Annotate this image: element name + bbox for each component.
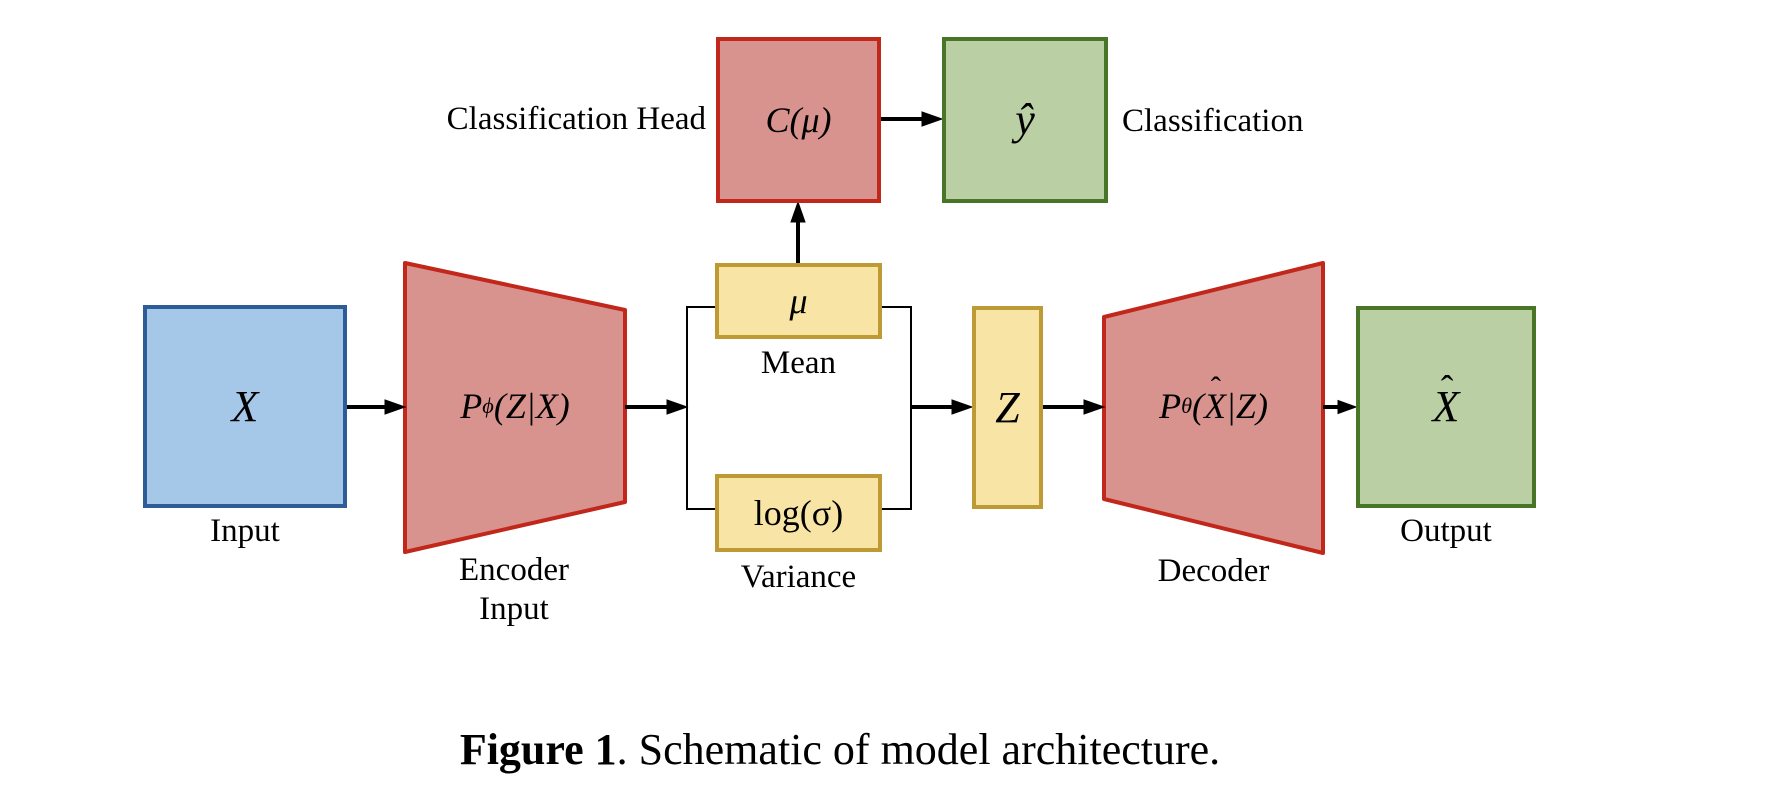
yhat-node: ŷ	[942, 37, 1108, 203]
encoder-formula-sub: ϕ	[482, 393, 494, 418]
output-symbol-hatted: X	[1432, 382, 1460, 431]
mean-label: Mean	[760, 345, 837, 381]
arrow-encoder-to-latent	[625, 399, 689, 415]
arrow-input-to-encoder	[347, 399, 407, 415]
input-label: Input	[210, 513, 280, 549]
encoder-formula-base: P	[460, 386, 483, 426]
classification-label: Classification	[1122, 103, 1304, 139]
decoder-formula-hat: ˆ	[1210, 371, 1222, 406]
decoder-formula-close: |Z)	[1226, 386, 1268, 426]
variance-label: Variance	[740, 559, 857, 595]
figure-caption: Figure 1. Schematic of model architectur…	[0, 724, 1680, 775]
mu-node: μ	[715, 263, 882, 339]
encoder-label-line2: Input	[479, 590, 549, 627]
decoder-formula-open: (	[1192, 386, 1205, 426]
decoder-label: Decoder	[1157, 553, 1270, 589]
arrow-z-to-decoder	[1043, 399, 1106, 415]
logsigma-node: log(σ)	[715, 474, 882, 552]
z-node: Z	[972, 306, 1043, 509]
decoder-trapezoid-shape	[1102, 261, 1325, 555]
classifier-node: C(μ)	[716, 37, 881, 203]
encoder-label-line1: Encoder	[459, 552, 569, 588]
input-node: X	[143, 305, 347, 508]
arrow-classifier-to-yhat	[881, 111, 944, 127]
classification-head-label: Classification Head	[446, 101, 706, 137]
encoder-formula-args: (Z|X)	[493, 386, 570, 426]
arrow-mu-to-classifier	[790, 200, 806, 263]
decoder-formula-base: P	[1159, 386, 1182, 426]
figure-caption-text: . Schematic of model architecture.	[616, 725, 1221, 774]
logsigma-symbol: log(σ)	[753, 493, 844, 533]
mu-symbol: μ	[789, 281, 808, 321]
decoder-formula-hatted: X	[1204, 386, 1227, 426]
yhat-symbol: ŷ	[1015, 95, 1035, 144]
encoder-trapezoid-shape	[403, 261, 627, 554]
decoder-formula-sub: θ	[1181, 393, 1193, 418]
z-symbol: Z	[995, 382, 1020, 432]
input-symbol: X	[231, 381, 259, 431]
output-label: Output	[1400, 513, 1492, 549]
arrow-decoder-to-output	[1323, 399, 1358, 415]
figure-caption-number: Figure 1	[459, 725, 617, 774]
arrow-latent-to-z	[911, 399, 974, 415]
output-symbol-hat: ˆ	[1440, 368, 1454, 410]
encoder-label: Encoder Input	[403, 551, 625, 629]
classifier-symbol: C(μ)	[765, 100, 832, 140]
